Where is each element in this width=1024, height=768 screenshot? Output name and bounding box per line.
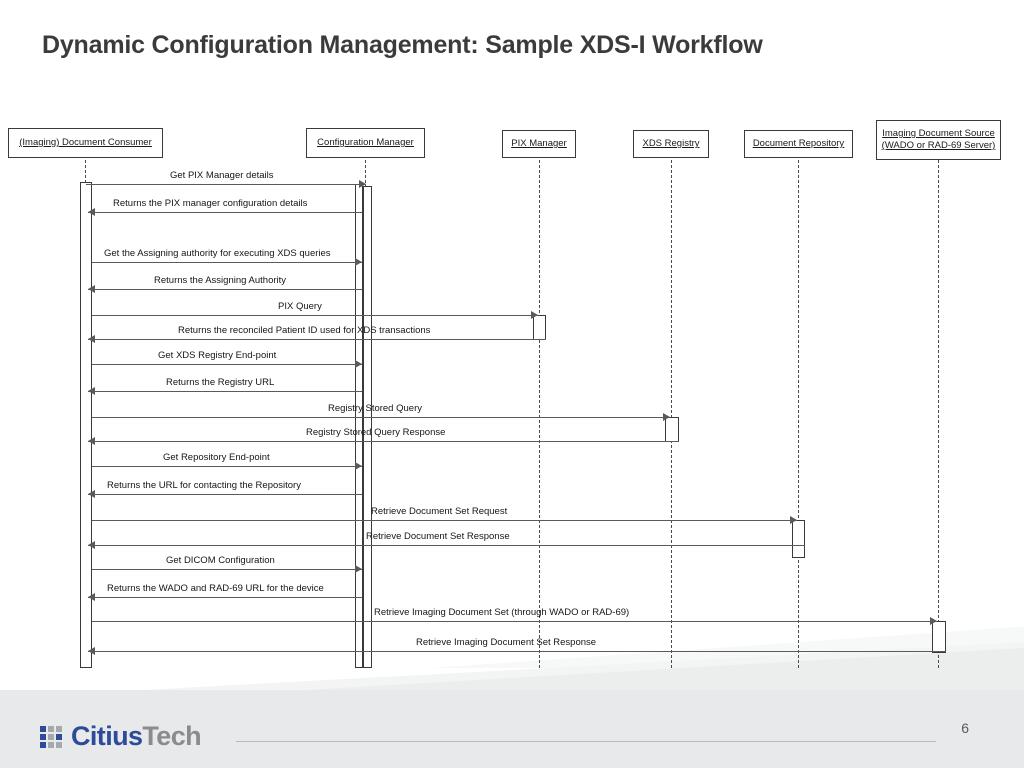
message-label-6: Returns the reconciled Patient ID used f…: [178, 325, 431, 336]
message-line-11: [92, 466, 362, 467]
message-line-4: [88, 289, 362, 290]
message-arrowhead-right-icon: [355, 462, 362, 470]
logo-cell-9: [56, 741, 62, 748]
lifeline-header-pixmgr[interactable]: PIX Manager: [502, 130, 576, 158]
lifeline-label-consumer: (Imaging) Document Consumer: [19, 137, 152, 148]
logo-cell-2: [48, 725, 54, 732]
lifeline-xdsreg: [671, 160, 672, 668]
message-arrowhead-left-icon: [88, 490, 95, 498]
message-label-11: Get Repository End-point: [163, 452, 270, 463]
message-label-17: Retrieve Imaging Document Set (through W…: [374, 607, 630, 618]
activation-bar-configmgr: [355, 184, 363, 668]
logo-citius-text: Citius: [71, 721, 143, 751]
message-line-3: [92, 262, 362, 263]
message-label-10: Registry Stored Query Response: [306, 427, 446, 438]
message-line-18: [88, 651, 946, 652]
lifeline-header-docrepo[interactable]: Document Repository: [744, 130, 853, 158]
message-line-14: [88, 545, 805, 546]
message-line-7: [92, 364, 362, 365]
message-label-3: Get the Assigning authority for executin…: [104, 248, 331, 259]
lifeline-imgsource: [938, 160, 939, 668]
message-label-8: Returns the Registry URL: [166, 377, 275, 388]
activation-bar-imgsource: [932, 621, 946, 653]
message-arrowhead-left-icon: [88, 593, 95, 601]
message-label-14: Retrieve Document Set Response: [366, 531, 510, 542]
message-label-16: Returns the WADO and RAD-69 URL for the …: [107, 583, 324, 594]
lifeline-docrepo: [798, 160, 799, 668]
lifeline-label-imgsource: Imaging Document Source(WADO or RAD-69 S…: [881, 128, 996, 151]
message-line-12: [88, 494, 362, 495]
message-label-7: Get XDS Registry End-point: [158, 350, 277, 361]
message-arrowhead-right-icon: [790, 516, 797, 524]
logo-cell-7: [40, 741, 46, 748]
logo-grid-icon: [40, 725, 62, 748]
message-line-6: [88, 339, 546, 340]
logo-cell-4: [40, 733, 46, 740]
message-label-15: Get DICOM Configuration: [166, 555, 275, 566]
lifeline-header-imgsource[interactable]: Imaging Document Source(WADO or RAD-69 S…: [876, 120, 1001, 160]
logo-wordmark: CitiusTech: [71, 721, 202, 751]
message-arrowhead-right-icon: [355, 360, 362, 368]
background-footer-band: [0, 690, 1024, 768]
lifeline-label-pixmgr: PIX Manager: [511, 138, 567, 149]
lifeline-label-xdsreg: XDS Registry: [642, 138, 700, 149]
message-label-5: PIX Query: [278, 301, 322, 312]
message-arrowhead-left-icon: [88, 647, 95, 655]
message-arrowhead-right-icon: [355, 565, 362, 573]
message-arrowhead-left-icon: [88, 387, 95, 395]
logo-cell-6: [56, 733, 62, 740]
message-line-5: [92, 315, 538, 316]
lifeline-label-docrepo: Document Repository: [752, 138, 845, 149]
message-label-9: Registry Stored Query: [328, 403, 422, 414]
message-arrowhead-left-icon: [88, 541, 95, 549]
lifeline-header-consumer[interactable]: (Imaging) Document Consumer: [8, 128, 163, 158]
message-label-2: Returns the PIX manager configuration de…: [113, 198, 308, 209]
sequence-diagram: (Imaging) Document Consumer Configuration…: [8, 120, 1001, 668]
message-line-17: [92, 621, 937, 622]
lifeline-header-xdsreg[interactable]: XDS Registry: [633, 130, 709, 158]
message-arrowhead-right-icon: [531, 311, 538, 319]
message-arrowhead-left-icon: [88, 335, 95, 343]
message-line-10: [88, 441, 679, 442]
message-label-13: Retrieve Document Set Request: [371, 506, 508, 517]
lifeline-header-configmgr[interactable]: Configuration Manager: [306, 128, 425, 158]
logo-cell-3: [56, 725, 62, 732]
message-arrowhead-left-icon: [88, 285, 95, 293]
message-label-12: Returns the URL for contacting the Repos…: [107, 480, 301, 491]
lifeline-pixmgr: [539, 160, 540, 668]
footer-divider: [236, 741, 936, 742]
message-label-18: Retrieve Imaging Document Set Response: [416, 637, 597, 648]
citiustech-logo: CitiusTech: [40, 721, 202, 751]
message-line-2: [88, 212, 362, 213]
message-arrowhead-right-icon: [359, 180, 366, 188]
message-arrowhead-left-icon: [88, 208, 95, 216]
message-arrowhead-right-icon: [930, 617, 937, 625]
logo-cell-8: [48, 741, 54, 748]
page-number: 6: [961, 720, 969, 736]
message-arrowhead-right-icon: [663, 413, 670, 421]
activation-bar-docrepo: [792, 520, 805, 558]
message-line-1: [86, 184, 366, 185]
message-line-15: [92, 569, 362, 570]
message-label-1: Get PIX Manager details: [170, 170, 274, 181]
lifeline-label-configmgr: Configuration Manager: [317, 137, 414, 148]
logo-cell-1: [40, 725, 46, 732]
logo-cell-5: [48, 733, 54, 740]
message-line-16: [88, 597, 362, 598]
message-line-13: [92, 520, 797, 521]
message-label-4: Returns the Assigning Authority: [154, 275, 287, 286]
message-line-8: [88, 391, 362, 392]
message-arrowhead-left-icon: [88, 437, 95, 445]
message-line-9: [92, 417, 670, 418]
logo-tech-text: Tech: [142, 721, 202, 751]
page-title: Dynamic Configuration Management: Sample…: [42, 31, 763, 59]
message-arrowhead-right-icon: [355, 258, 362, 266]
activation-bar-configmgr: [363, 186, 372, 668]
